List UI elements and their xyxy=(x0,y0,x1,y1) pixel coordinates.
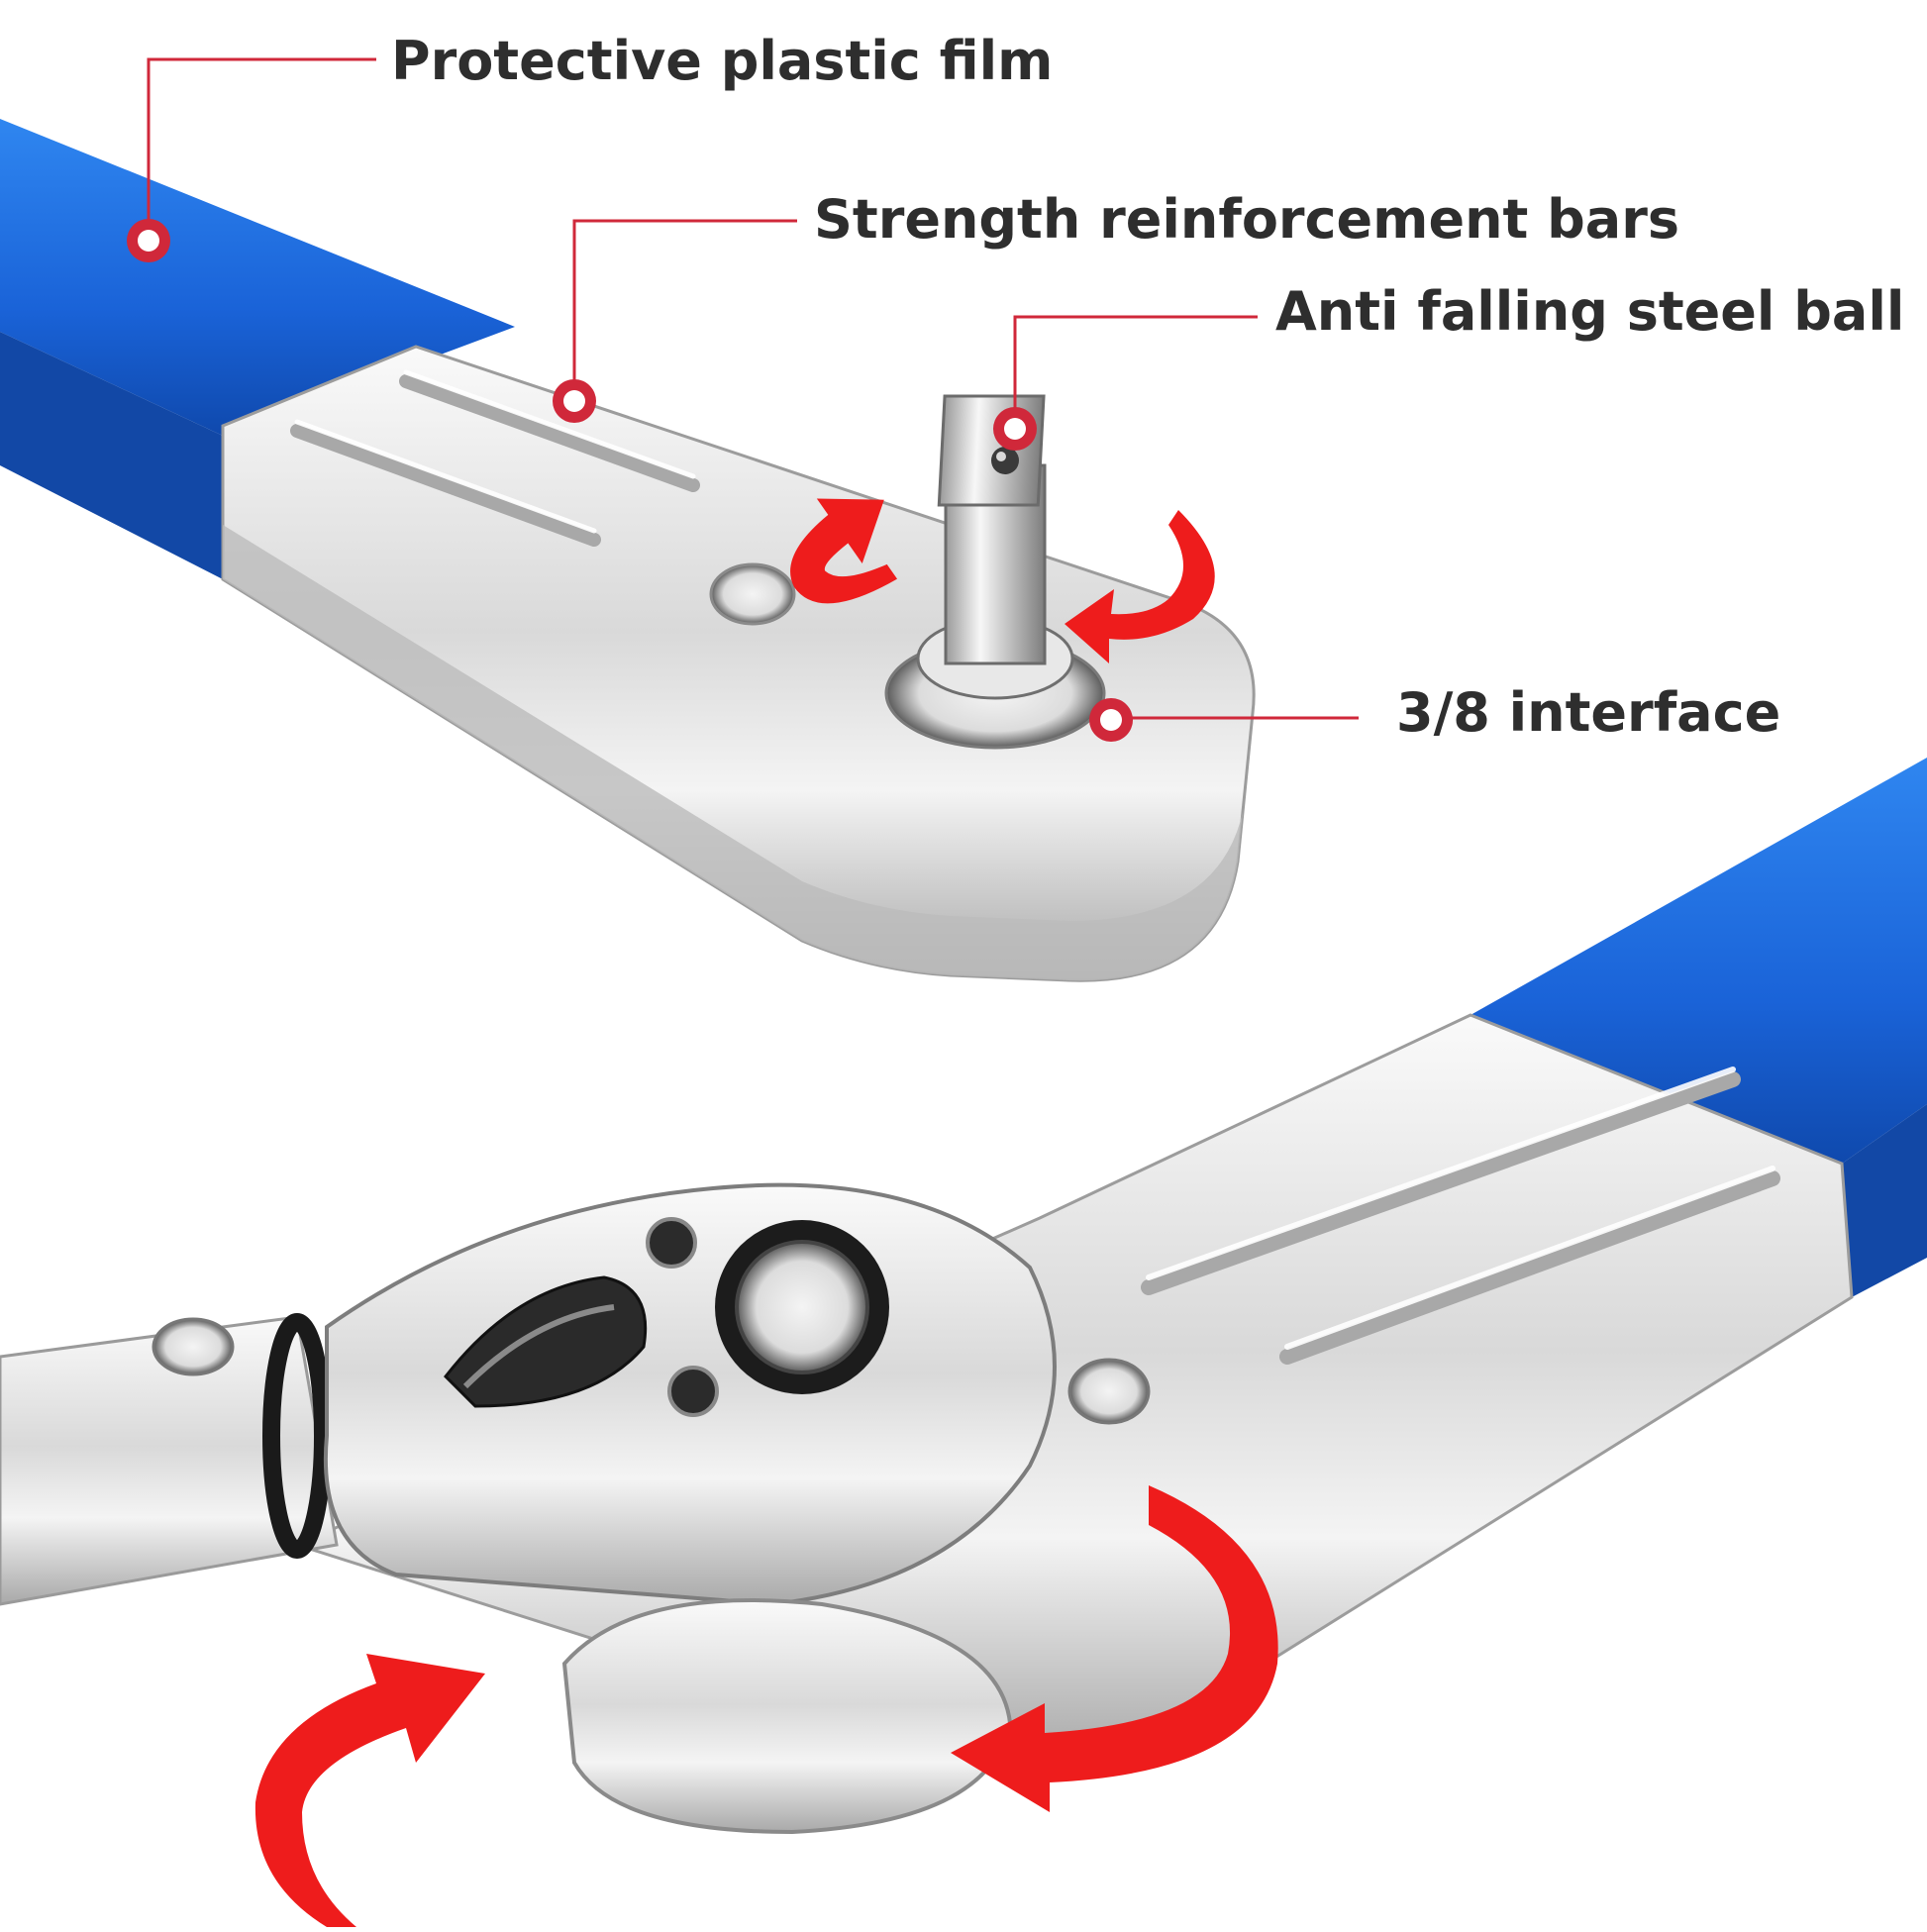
bottom-side-pin xyxy=(1067,1358,1151,1425)
callout-marker-film-icon xyxy=(127,219,170,262)
anti-falling-ball xyxy=(991,447,1019,474)
top-blue-handle xyxy=(0,119,515,436)
callout-label-film: Protective plastic film xyxy=(391,30,1054,92)
top-rotation-arrow-left xyxy=(790,498,898,604)
bottom-screw-bottom xyxy=(667,1366,719,1417)
bottom-oring xyxy=(262,1313,332,1559)
bottom-rotation-arrow-left xyxy=(254,1654,485,1927)
callout-line-bars xyxy=(572,219,797,396)
callout-marker-bars-icon xyxy=(553,379,596,423)
top-wrench xyxy=(0,119,1256,982)
callout-line-film xyxy=(147,57,376,238)
bottom-screw-top xyxy=(646,1217,697,1269)
callout-label-ball: Anti falling steel ball xyxy=(1275,280,1905,343)
top-blue-handle-shadow xyxy=(0,332,223,579)
bottom-rotation-arrow-right xyxy=(951,1485,1278,1812)
callout-lines xyxy=(147,57,1359,720)
callout-marker-ball-icon xyxy=(993,407,1037,451)
callout-line-ball xyxy=(1013,315,1258,426)
top-rotation-arrow-right xyxy=(1065,510,1215,663)
top-screw xyxy=(709,562,796,626)
bottom-blue-handle-edge xyxy=(1842,1104,1927,1297)
callout-label-bars: Strength reinforcement bars xyxy=(814,188,1679,251)
bottom-wrench xyxy=(0,758,1927,1927)
callout-markers xyxy=(127,219,1133,742)
bottom-blue-handle xyxy=(1471,758,1927,1164)
callout-label-interface: 3/8 interface xyxy=(1396,681,1781,744)
bottom-shaft-pin xyxy=(152,1317,235,1376)
callout-marker-interface-icon xyxy=(1089,698,1133,742)
top-chrome-head-side xyxy=(223,525,1243,981)
top-reinforcement-bars xyxy=(290,374,700,547)
bottom-reinforcement-bars xyxy=(1141,1071,1780,1365)
